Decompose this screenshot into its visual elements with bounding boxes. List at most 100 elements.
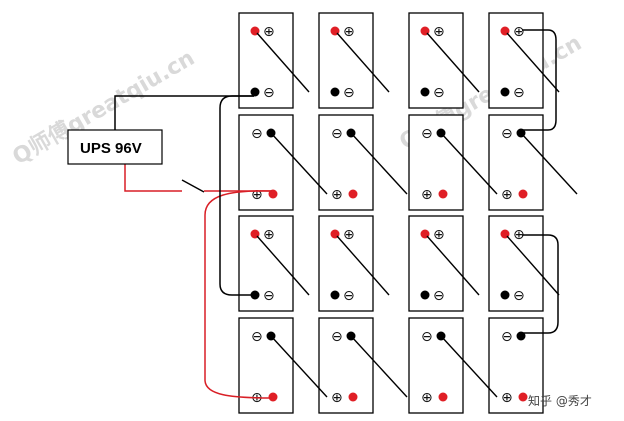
battery: ⊖⊕	[408, 317, 464, 414]
series-link	[270, 335, 328, 398]
negative-symbol: ⊖	[421, 126, 433, 142]
negative-symbol: ⊖	[343, 288, 355, 304]
ups-positive-wire	[124, 164, 182, 192]
series-link	[256, 235, 310, 296]
battery: ⊕⊖	[488, 215, 544, 312]
battery-body	[318, 317, 374, 414]
negative-terminal	[420, 87, 430, 97]
positive-symbol: ⊕	[343, 24, 355, 40]
series-link	[506, 32, 560, 93]
battery-body	[238, 12, 294, 109]
negative-symbol: ⊖	[331, 329, 343, 345]
battery-body	[408, 215, 464, 312]
battery-grid: ⊕⊖⊕⊖⊕⊖⊕⊖⊖⊕⊖⊕⊖⊕⊖⊕⊕⊖⊕⊖⊕⊖⊕⊖⊖⊕⊖⊕⊖⊕⊖⊕	[238, 12, 544, 414]
negative-terminal	[420, 290, 430, 300]
positive-symbol: ⊕	[501, 390, 513, 406]
ups-unit: UPS 96V	[67, 129, 163, 165]
battery: ⊕⊖	[408, 215, 464, 312]
battery-body	[408, 317, 464, 414]
series-link	[350, 132, 408, 195]
battery: ⊖⊕	[238, 317, 294, 414]
battery: ⊖⊕	[318, 317, 374, 414]
battery: ⊕⊖	[318, 12, 374, 109]
series-link	[440, 335, 498, 398]
positive-symbol: ⊕	[343, 227, 355, 243]
battery-body	[318, 215, 374, 312]
battery: ⊕⊖	[488, 12, 544, 109]
battery-body	[238, 114, 294, 211]
negative-symbol: ⊖	[263, 85, 275, 101]
negative-symbol: ⊖	[433, 85, 445, 101]
negative-terminal	[500, 290, 510, 300]
battery: ⊕⊖	[408, 12, 464, 109]
positive-symbol: ⊕	[331, 390, 343, 406]
negative-symbol: ⊖	[263, 288, 275, 304]
switch-blade	[181, 179, 205, 193]
negative-terminal	[250, 87, 260, 97]
series-link	[270, 132, 328, 195]
battery-body	[318, 114, 374, 211]
positive-symbol: ⊕	[421, 390, 433, 406]
negative-terminal	[500, 87, 510, 97]
negative-symbol: ⊖	[331, 126, 343, 142]
positive-terminal	[348, 392, 358, 402]
battery-body	[318, 12, 374, 109]
ups-box	[67, 129, 163, 165]
battery-body	[408, 114, 464, 211]
battery-body	[488, 12, 544, 109]
positive-terminal	[348, 189, 358, 199]
battery: ⊖⊕	[488, 317, 544, 414]
positive-symbol: ⊕	[433, 24, 445, 40]
battery: ⊕⊖	[318, 215, 374, 312]
negative-symbol: ⊖	[501, 329, 513, 345]
battery-body	[488, 317, 544, 414]
positive-symbol: ⊕	[263, 227, 275, 243]
battery: ⊕⊖	[238, 215, 294, 312]
battery: ⊖⊕	[408, 114, 464, 211]
series-link	[336, 32, 390, 93]
bottom-positive-wire	[204, 190, 273, 399]
series-link	[506, 235, 560, 296]
positive-symbol: ⊕	[421, 187, 433, 203]
series-link	[520, 132, 578, 195]
negative-symbol: ⊖	[513, 288, 525, 304]
positive-terminal	[438, 392, 448, 402]
battery-body	[238, 317, 294, 414]
series-link	[336, 235, 390, 296]
negative-terminal	[330, 290, 340, 300]
battery-body	[408, 12, 464, 109]
negative-symbol: ⊖	[433, 288, 445, 304]
battery-body	[488, 215, 544, 312]
positive-symbol: ⊕	[263, 24, 275, 40]
battery: ⊖⊕	[488, 114, 544, 211]
ups-negative-wire	[114, 95, 254, 130]
positive-symbol: ⊕	[501, 187, 513, 203]
series-link	[256, 32, 310, 93]
negative-terminal	[330, 87, 340, 97]
positive-symbol: ⊕	[331, 187, 343, 203]
left-loop	[219, 95, 254, 296]
positive-symbol: ⊕	[513, 24, 525, 40]
negative-symbol: ⊖	[501, 126, 513, 142]
series-link	[350, 335, 408, 398]
positive-symbol: ⊕	[513, 227, 525, 243]
negative-symbol: ⊖	[251, 329, 263, 345]
positive-terminal	[438, 189, 448, 199]
wiring	[114, 29, 578, 399]
ups-label: UPS 96V	[80, 140, 142, 157]
battery: ⊖⊕	[318, 114, 374, 211]
series-link	[426, 235, 480, 296]
positive-symbol: ⊕	[251, 187, 263, 203]
series-link	[426, 32, 480, 93]
credit-text: 知乎 @秀才	[528, 394, 592, 408]
battery: ⊕⊖	[238, 12, 294, 109]
negative-symbol: ⊖	[513, 85, 525, 101]
negative-symbol: ⊖	[251, 126, 263, 142]
positive-terminal	[518, 189, 528, 199]
right-loop-top	[522, 29, 557, 131]
positive-terminal	[518, 392, 528, 402]
positive-symbol: ⊕	[433, 227, 445, 243]
battery-body	[488, 114, 544, 211]
negative-terminal	[250, 290, 260, 300]
